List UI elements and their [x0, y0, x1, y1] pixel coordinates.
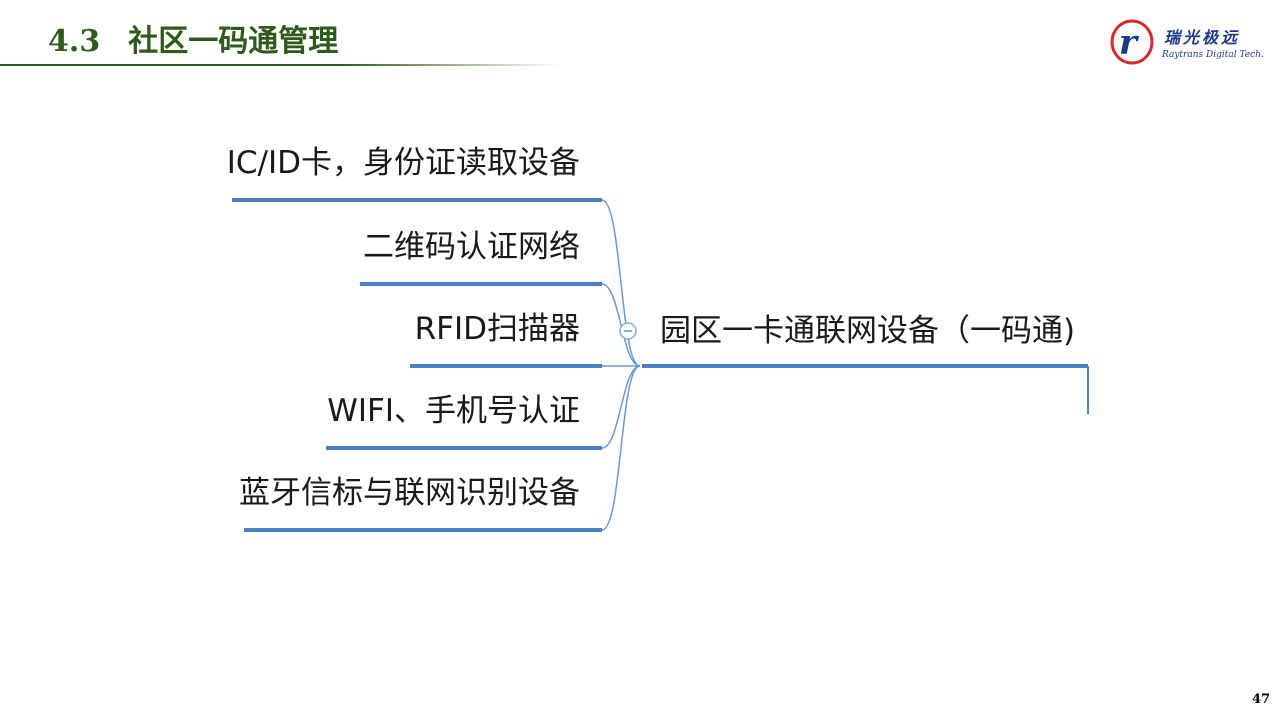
- title-underline: [0, 64, 560, 66]
- connector-1: [601, 199, 641, 367]
- logo-english-name: Raytrans Digital Tech.: [1162, 50, 1264, 60]
- branch-label-ic-id-card: IC/ID卡，身份证读取设备: [226, 145, 580, 181]
- branch-label-qr-code: 二维码认证网络: [363, 229, 580, 265]
- connector-5: [601, 365, 641, 531]
- collapse-toggle-icon[interactable]: [619, 322, 637, 340]
- page-title: 4.3 社区一码通管理: [48, 16, 338, 60]
- logo-mark-icon: r: [1110, 19, 1154, 65]
- branch-label-rfid: RFID扫描器: [414, 311, 580, 347]
- section-number: 4.3: [48, 24, 101, 59]
- title-bar: 4.3 社区一码通管理 r 瑞光极远 Raytrans Digital Tech.: [0, 0, 1280, 70]
- logo-mark-letter: r: [1119, 23, 1139, 63]
- branch-label-wifi: WIFI、手机号认证: [327, 393, 580, 429]
- section-title-text: 社区一码通管理: [128, 24, 339, 59]
- page-number: 47: [1252, 692, 1271, 707]
- root-node-label: 园区一卡通联网设备（一码通): [660, 313, 1076, 349]
- connector-4: [601, 365, 641, 449]
- branch-label-bluetooth: 蓝牙信标与联网识别设备: [239, 475, 580, 511]
- connector-2: [601, 283, 641, 367]
- logo-chinese-name: 瑞光极远: [1164, 28, 1241, 47]
- company-logo: r 瑞光极远 Raytrans Digital Tech.: [1108, 16, 1268, 68]
